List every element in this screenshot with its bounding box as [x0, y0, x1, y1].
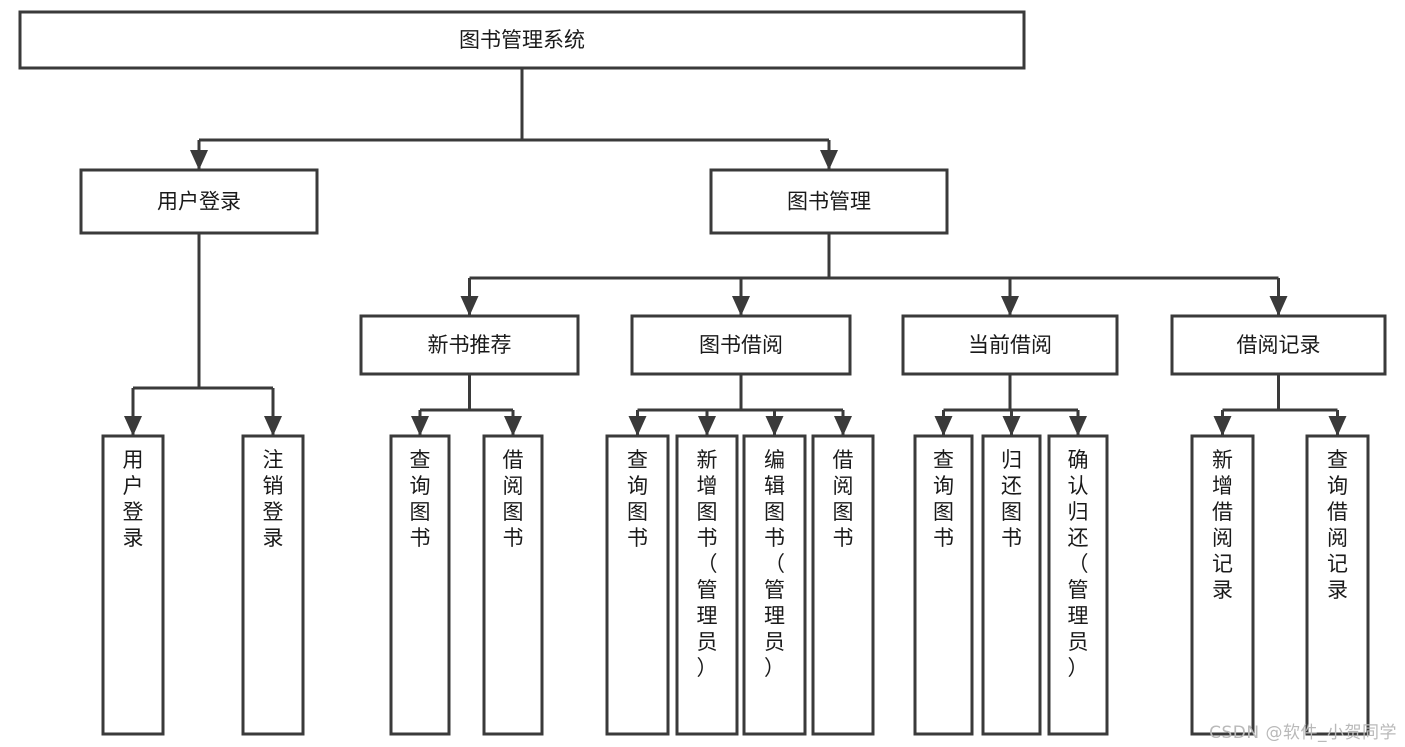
arrow-head-icon-book-manage	[820, 150, 838, 170]
node-book-borrow[interactable]: 图书借阅	[630, 314, 852, 376]
node-current-query-book[interactable]: 查询图书	[913, 434, 974, 736]
node-label-user-login-do: 用户登录	[123, 448, 144, 550]
node-box-current-query-book	[913, 434, 974, 736]
arrow-head-icon-rec-query-book	[411, 416, 429, 436]
node-current-return-book[interactable]: 归还图书	[981, 434, 1042, 736]
node-label-book-manage: 图书管理	[787, 190, 871, 214]
node-root[interactable]: 图书管理系统	[18, 10, 1026, 70]
arrow-head-icon-current-return-book	[1002, 416, 1021, 436]
node-box-user-login-do	[101, 434, 165, 736]
node-label-rec-borrow-book: 借阅图书	[503, 448, 524, 550]
node-box-borrow-query-book	[605, 434, 670, 736]
node-box-current-borrow	[901, 314, 1119, 376]
node-box-rec-borrow-book	[482, 434, 544, 736]
arrow-head-icon-book-borrow	[732, 296, 750, 316]
arrow-head-icon-borrow-record	[1269, 296, 1288, 316]
node-current-confirm-return[interactable]: 确认归还（管理员）	[1047, 434, 1109, 736]
node-box-current-confirm-return	[1047, 434, 1109, 736]
node-label-new-book-rec: 新书推荐	[428, 333, 512, 357]
node-box-current-return-book	[981, 434, 1042, 736]
node-box-book-borrow	[630, 314, 852, 376]
node-borrow-add-book[interactable]: 新增图书（管理员）	[675, 434, 739, 736]
arrow-head-icon-rec-borrow-book	[504, 416, 522, 436]
node-box-user-logout	[241, 434, 305, 736]
node-box-book-manage	[709, 168, 949, 235]
node-label-record-query: 查询借阅记录	[1327, 448, 1348, 602]
arrow-head-icon-user-logout	[264, 416, 282, 436]
node-box-user-login	[79, 168, 319, 235]
node-label-current-confirm-return: 确认归还（管理员）	[1068, 448, 1089, 680]
arrow-head-icon-new-book-rec	[460, 296, 479, 316]
node-label-current-return-book: 归还图书	[1001, 448, 1022, 550]
node-box-borrow-edit-book	[742, 434, 807, 736]
arrow-head-icon-borrow-add-book	[698, 416, 716, 436]
node-label-book-borrow: 图书借阅	[699, 333, 783, 357]
node-borrow-edit-book[interactable]: 编辑图书（管理员）	[742, 434, 807, 736]
arrow-head-icon-current-confirm-return	[1069, 416, 1087, 436]
node-box-record-query	[1305, 434, 1370, 736]
arrow-head-icon-borrow-query-book	[628, 416, 647, 436]
arrow-head-icon-borrow-do-borrow	[834, 416, 852, 436]
node-current-borrow[interactable]: 当前借阅	[901, 314, 1119, 376]
node-box-root	[18, 10, 1026, 70]
arrow-head-icon-record-query	[1328, 416, 1347, 436]
node-label-rec-query-book: 查询图书	[410, 448, 431, 550]
node-user-login-do[interactable]: 用户登录	[101, 434, 165, 736]
node-box-borrow-add-book	[675, 434, 739, 736]
arrow-head-icon-record-add	[1213, 416, 1232, 436]
node-label-borrow-add-book: 新增图书（管理员）	[697, 448, 718, 680]
arrow-head-icon-user-login-do	[124, 416, 142, 436]
node-label-borrow-query-book: 查询图书	[627, 448, 648, 550]
node-label-user-logout: 注销登录	[263, 448, 284, 550]
node-borrow-query-book[interactable]: 查询图书	[605, 434, 670, 736]
node-rec-borrow-book[interactable]: 借阅图书	[482, 434, 544, 736]
node-box-rec-query-book	[389, 434, 451, 736]
node-new-book-rec[interactable]: 新书推荐	[359, 314, 580, 376]
node-label-borrow-edit-book: 编辑图书（管理员）	[764, 448, 785, 680]
node-label-current-borrow: 当前借阅	[968, 333, 1052, 357]
node-label-record-add: 新增借阅记录	[1212, 448, 1233, 602]
connector-lines	[124, 68, 1347, 436]
node-borrow-record[interactable]: 借阅记录	[1170, 314, 1387, 376]
node-rec-query-book[interactable]: 查询图书	[389, 434, 451, 736]
node-label-root: 图书管理系统	[459, 28, 585, 52]
arrow-head-icon-user-login	[190, 150, 208, 170]
arrow-head-icon-current-query-book	[934, 416, 953, 436]
node-user-logout[interactable]: 注销登录	[241, 434, 305, 736]
node-user-login[interactable]: 用户登录	[79, 168, 319, 235]
node-box-record-add	[1190, 434, 1255, 736]
node-box-borrow-do-borrow	[811, 434, 875, 736]
node-borrow-do-borrow[interactable]: 借阅图书	[811, 434, 875, 736]
node-book-manage[interactable]: 图书管理	[709, 168, 949, 235]
arrow-head-icon-current-borrow	[1001, 296, 1019, 316]
node-box-new-book-rec	[359, 314, 580, 376]
node-record-query[interactable]: 查询借阅记录	[1305, 434, 1370, 736]
node-label-user-login: 用户登录	[157, 190, 241, 214]
node-label-current-query-book: 查询图书	[933, 448, 954, 550]
node-label-borrow-do-borrow: 借阅图书	[833, 448, 854, 550]
node-box-borrow-record	[1170, 314, 1387, 376]
node-record-add[interactable]: 新增借阅记录	[1190, 434, 1255, 736]
arrow-head-icon-borrow-edit-book	[765, 416, 784, 436]
node-label-borrow-record: 借阅记录	[1237, 333, 1321, 357]
node-boxes: 图书管理系统用户登录用户登录注销登录图书管理新书推荐查询图书借阅图书图书借阅查询…	[18, 10, 1387, 736]
